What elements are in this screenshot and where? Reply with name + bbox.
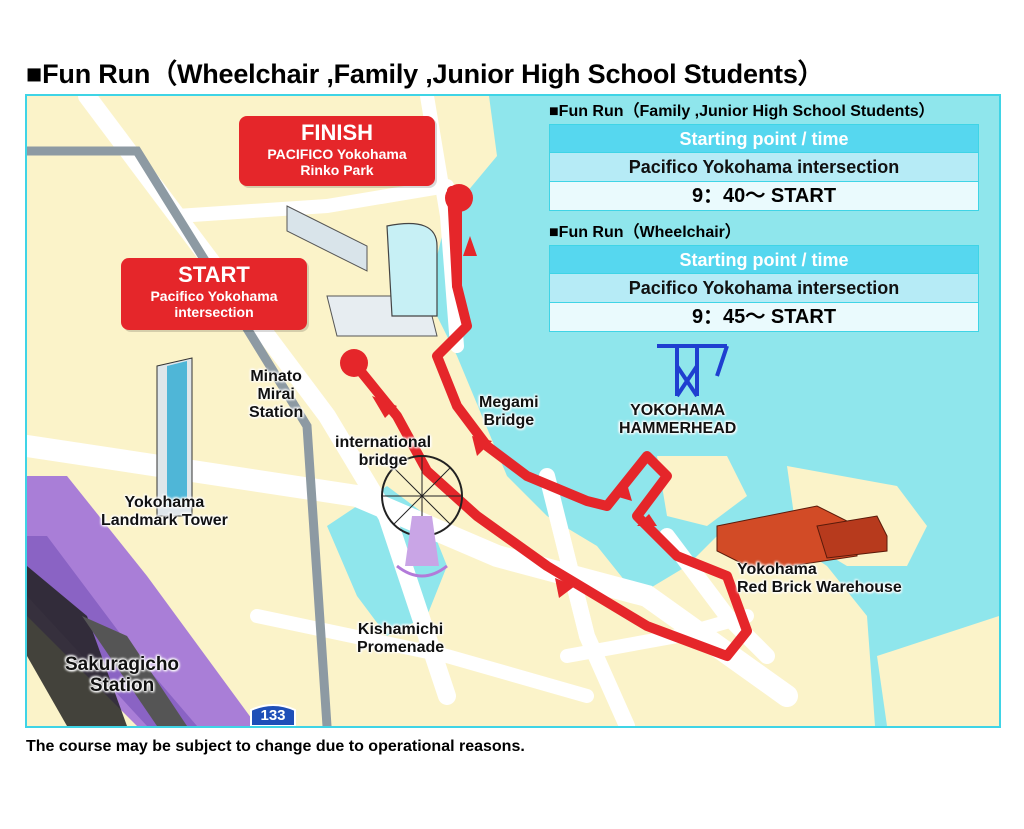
schedule-family: ■Fun Run（Family ,Junior High School Stud… [549,100,979,211]
schedule-family-time: 9：40～ START [549,182,979,211]
schedule-wheelchair: ■Fun Run（Wheelchair） Starting point / ti… [549,221,979,332]
megami-bridge-label: Megami Bridge [479,394,539,429]
finish-title: FINISH [300,120,374,145]
finish-line1: PACIFICO Yokohama [267,146,407,162]
page-title: ■Fun Run（Wheelchair ,Family ,Junior High… [26,59,825,89]
ferris-wheel-icon [381,455,463,578]
red-brick-warehouse-label: Yokohama Red Brick Warehouse [737,561,902,596]
pacifico-building-icon [286,205,438,337]
start-line1: Pacifico Yokohama [150,288,278,304]
international-bridge-label: international bridge [335,434,432,469]
start-line2: intersection [174,304,254,320]
start-callout: START Pacifico Yokohama intersection [121,258,307,330]
minato-mirai-station-label: Minato Mirai Station [249,368,304,421]
landmark-tower-icon [156,357,193,517]
schedule-family-heading: ■Fun Run（Family ,Junior High School Stud… [549,103,935,120]
landmark-tower-label: Yokohama Landmark Tower [101,494,228,529]
start-title: START [178,262,250,287]
schedule-wheelchair-label: Starting point / time [549,245,979,274]
sakuragicho-station-label: Sakuragicho Station [65,654,180,697]
finish-callout: FINISH PACIFICO Yokohama Rinko Park [239,116,435,186]
red-brick-warehouse-icon [716,505,888,572]
expressway [27,476,257,726]
hammerhead-label: YOKOHAMA HAMMERHEAD [619,402,737,437]
schedule-wheelchair-time: 9：45～ START [549,303,979,332]
direction-arrow-icon [372,236,657,598]
schedule-wheelchair-heading: ■Fun Run（Wheelchair） [549,224,741,241]
route-shield-icon: 133 [249,700,297,726]
schedule-family-label: Starting point / time [549,124,979,153]
footnote: The course may be subject to change due … [26,738,525,755]
finish-dot-icon [445,184,473,212]
schedule-wheelchair-place: Pacifico Yokohama intersection [549,274,979,303]
course-map: FINISH PACIFICO Yokohama Rinko Park STAR… [25,94,1001,728]
route-number: 133 [260,707,286,724]
crane-icon [657,344,729,398]
finish-line2: Rinko Park [300,162,374,178]
kishamichi-promenade-label: Kishamichi Promenade [357,621,445,656]
schedule-family-place: Pacifico Yokohama intersection [549,153,979,182]
start-dot-icon [340,349,368,377]
